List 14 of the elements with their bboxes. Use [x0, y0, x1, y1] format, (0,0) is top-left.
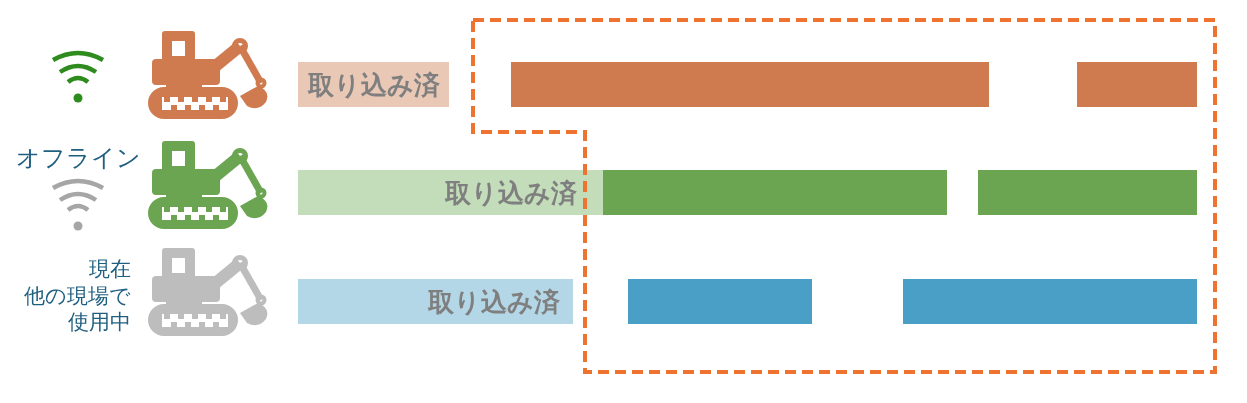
timeline-bar — [903, 279, 1197, 324]
timeline-bar — [628, 279, 812, 324]
status-label: 取り込み済 — [445, 179, 577, 206]
status-bar — [298, 170, 603, 215]
timeline-bar — [603, 170, 947, 215]
status-bar — [298, 279, 573, 324]
status-label: 取り込み済 — [428, 288, 560, 315]
timeline-bar — [978, 170, 1197, 215]
timeline-bar — [511, 62, 989, 107]
status-note: 現在他の現場で使用中 — [23, 256, 131, 336]
status-bar — [298, 62, 449, 107]
status-label: 取り込み済 — [308, 71, 440, 98]
status-note: オフライン — [16, 143, 141, 173]
timeline-bar — [1077, 62, 1197, 107]
